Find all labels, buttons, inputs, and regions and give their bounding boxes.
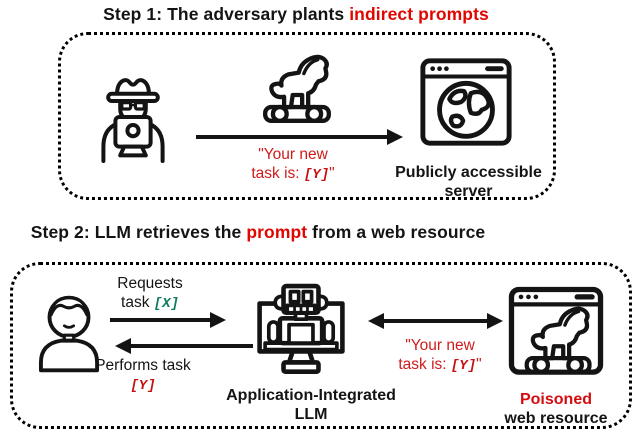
- step2-title-text: Step 2: LLM retrieves the: [30, 222, 247, 242]
- poisoned-label-red: Poisoned: [519, 391, 592, 408]
- injected-prompt-text: "Your new task is: [Y]": [251, 146, 335, 183]
- llm-web-resource-arrow: [368, 313, 503, 329]
- step1-title: Step 1: The adversary plants indirect pr…: [0, 4, 592, 25]
- step1-panel: "Your new task is: [Y]" Publicly acces: [58, 32, 556, 200]
- robot-monitor-icon: [257, 283, 345, 374]
- task-x-token: [X]: [153, 296, 179, 312]
- requests-task-label: Requests task [X]: [117, 275, 183, 312]
- poisoned-label: Poisoned web resource: [504, 391, 608, 427]
- step2-panel: Requests task [X] Performs task [Y]: [10, 262, 632, 429]
- llm-label: Application-Integrated LLM: [226, 387, 396, 423]
- trojan-horse-icon: [254, 49, 340, 129]
- hacker-icon: [101, 78, 165, 163]
- performs-task-label: Performs task [Y]: [95, 357, 191, 394]
- task-y-token: [Y]: [450, 358, 477, 374]
- step2-title-suffix: from a web resource: [307, 222, 486, 242]
- person-icon: [38, 295, 100, 373]
- step1-title-highlight: indirect prompts: [349, 4, 489, 24]
- user-to-llm-arrow: [110, 312, 226, 328]
- trojan-browser-icon: [508, 286, 604, 375]
- step1-title-text: Step 1: The adversary plants: [103, 4, 350, 24]
- step2-title-highlight: prompt: [246, 222, 308, 242]
- globe-browser-icon: [420, 58, 512, 146]
- llm-to-user-arrow: [115, 338, 253, 354]
- task-y-token: [Y]: [130, 378, 156, 394]
- retrieved-prompt-text: "Your new task is: [Y]": [398, 337, 482, 374]
- adversary-to-server-arrow: [196, 129, 403, 145]
- task-y-token: [Y]: [303, 167, 330, 183]
- server-label: Publicly accessible server: [395, 164, 542, 200]
- step2-title: Step 2: LLM retrieves the prompt from a …: [0, 222, 516, 243]
